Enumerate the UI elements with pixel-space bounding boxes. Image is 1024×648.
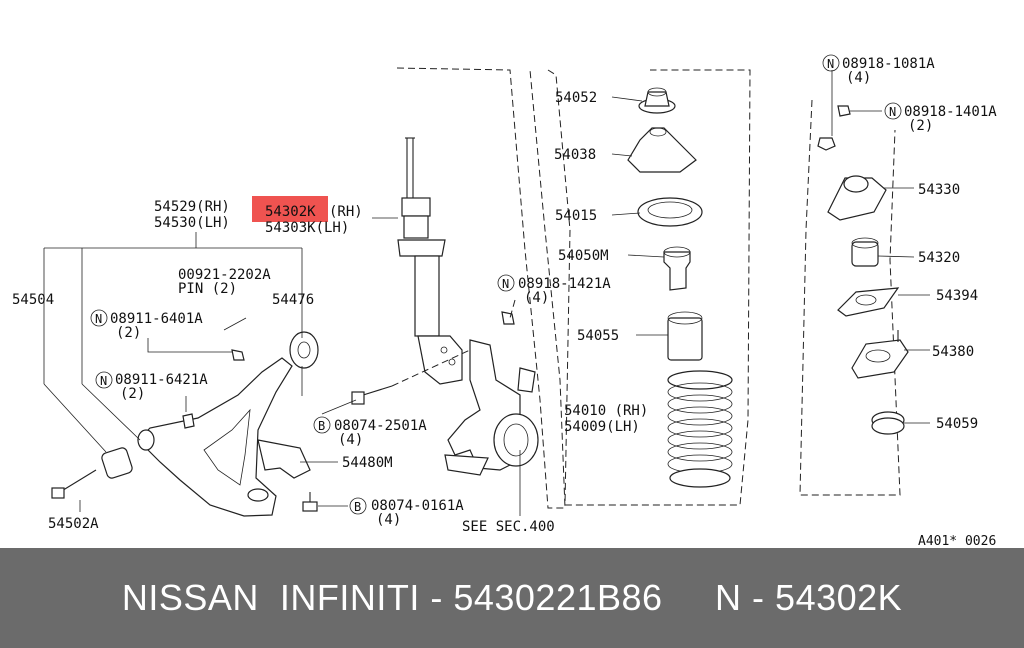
label-54330: 54330 <box>918 182 960 198</box>
spring-group-outline <box>547 69 751 506</box>
label-08074-0161a: 08074-0161A <box>371 498 464 514</box>
label-54380: 54380 <box>932 344 974 360</box>
label-54038: 54038 <box>554 147 596 163</box>
label-54055: 54055 <box>577 328 619 344</box>
shock-absorber-drawing <box>397 137 463 385</box>
label-54530: 54530(LH) <box>154 215 230 231</box>
part-number-caption: NISSAN INFINITI - 5430221B86 N - 54302K <box>121 577 903 618</box>
nut-symbol: N <box>100 374 107 388</box>
label-54502a: 54502A <box>48 516 99 532</box>
small-parts-drawing <box>51 311 515 512</box>
label-00921: 00921-2202A <box>178 267 271 283</box>
steering-knuckle-drawing <box>444 339 539 476</box>
lower-control-arm-drawing <box>137 357 293 517</box>
label-08918-1421a: 08918-1421A <box>518 276 611 292</box>
label-54050m: 54050M <box>558 248 609 264</box>
label-54476: 54476 <box>272 292 314 308</box>
nut-symbol: N <box>95 312 102 326</box>
mount-parts-drawing <box>817 105 909 435</box>
label-08918-1401a: 08918-1401A <box>904 104 997 120</box>
nut-symbol: N <box>827 57 834 71</box>
label-08911-6401a-qty: (2) <box>116 325 141 341</box>
strut-group-outline <box>396 67 566 509</box>
mount-group-outline <box>799 99 901 496</box>
footer-banner: NISSAN INFINITI - 5430221B86 N - 54302K <box>0 548 1024 648</box>
label-08911-6421a-qty: (2) <box>120 386 145 402</box>
label-08918-1401a-qty: (2) <box>908 118 933 134</box>
label-08918-1081a-qty: (4) <box>846 70 871 86</box>
label-54320: 54320 <box>918 250 960 266</box>
label-08918-1081a: 08918-1081A <box>842 56 935 72</box>
label-54394: 54394 <box>936 288 978 304</box>
label-54009: 54009(LH) <box>564 419 640 435</box>
label-54302k: 54302K <box>265 204 316 220</box>
part-labels: 54529(RH) 54530(LH) 54302K (RH) 54303K(L… <box>12 56 997 548</box>
bolt-symbol: B <box>354 500 361 514</box>
label-08074-0161a-qty: (4) <box>376 512 401 528</box>
label-08074-2501a: 08074-2501A <box>334 418 427 434</box>
label-54302k-side: (RH) <box>329 204 363 220</box>
label-see-sec-400: SEE SEC.400 <box>462 519 555 535</box>
label-54010: 54010 (RH) <box>564 403 648 419</box>
label-08918-1421a-qty: (4) <box>524 290 549 306</box>
label-08074-2501a-qty: (4) <box>338 432 363 448</box>
label-54059: 54059 <box>936 416 978 432</box>
label-54303k: 54303K(LH) <box>265 220 349 236</box>
label-54052: 54052 <box>555 90 597 106</box>
nut-symbol: N <box>502 277 509 291</box>
label-54504: 54504 <box>12 292 54 308</box>
diagram-code: A401* 0026 <box>918 534 996 548</box>
nut-symbol: N <box>889 105 896 119</box>
label-08911-6401a: 08911-6401A <box>110 311 203 327</box>
label-54480m: 54480M <box>342 455 393 471</box>
spring-parts-drawing <box>627 87 733 488</box>
label-pin: PIN (2) <box>178 281 237 297</box>
label-54015: 54015 <box>555 208 597 224</box>
bolt-symbol: B <box>318 419 325 433</box>
suspension-exploded-diagram: N N B B N N N 54529(RH) 54530(LH) 54302K… <box>12 54 997 548</box>
label-08911-6421a: 08911-6421A <box>115 372 208 388</box>
label-54529: 54529(RH) <box>154 199 230 215</box>
leader-lines <box>43 70 930 516</box>
fastener-symbols: N N B B N N N <box>90 54 902 515</box>
part-highlight <box>252 196 328 222</box>
